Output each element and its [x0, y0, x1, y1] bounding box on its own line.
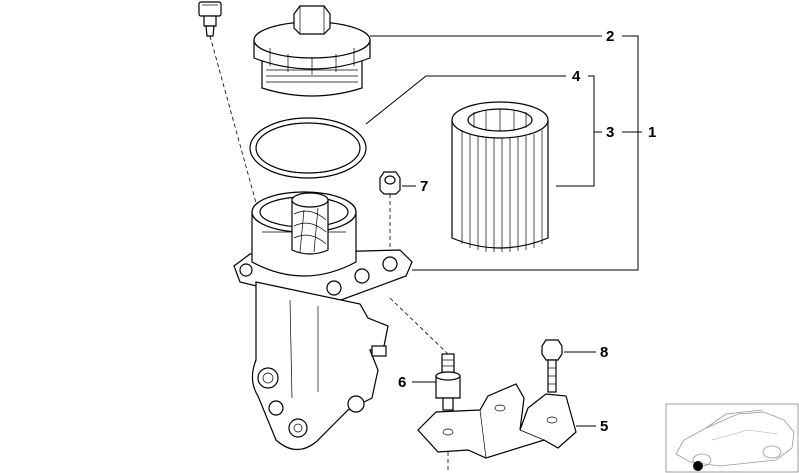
oil-filter-element[interactable] — [451, 101, 549, 252]
callout-leaders — [365, 35, 642, 427]
stud-bolt-mount[interactable] — [435, 353, 461, 411]
location-marker — [693, 461, 703, 471]
callout-8: 8 — [600, 344, 608, 361]
stud-leader-line — [389, 297, 449, 355]
oil-filter-cap[interactable] — [253, 5, 371, 97]
mounting-bracket[interactable] — [417, 383, 577, 459]
callout-4: 4 — [572, 68, 581, 85]
callout-5: 5 — [600, 418, 608, 435]
vehicle-locator-thumbnail — [665, 403, 799, 473]
hex-nut[interactable] — [379, 171, 401, 195]
oil-pressure-sensor[interactable] — [198, 1, 222, 37]
callout-2: 2 — [606, 28, 614, 45]
hex-bolt[interactable] — [541, 339, 563, 393]
callout-1: 1 — [648, 124, 656, 141]
sensor-leader-line — [209, 35, 259, 211]
callout-3: 3 — [606, 124, 614, 141]
oil-filter-housing[interactable] — [233, 191, 413, 451]
callout-6: 6 — [398, 374, 406, 391]
o-ring-seal[interactable] — [249, 117, 367, 179]
callout-7: 7 — [420, 178, 428, 195]
